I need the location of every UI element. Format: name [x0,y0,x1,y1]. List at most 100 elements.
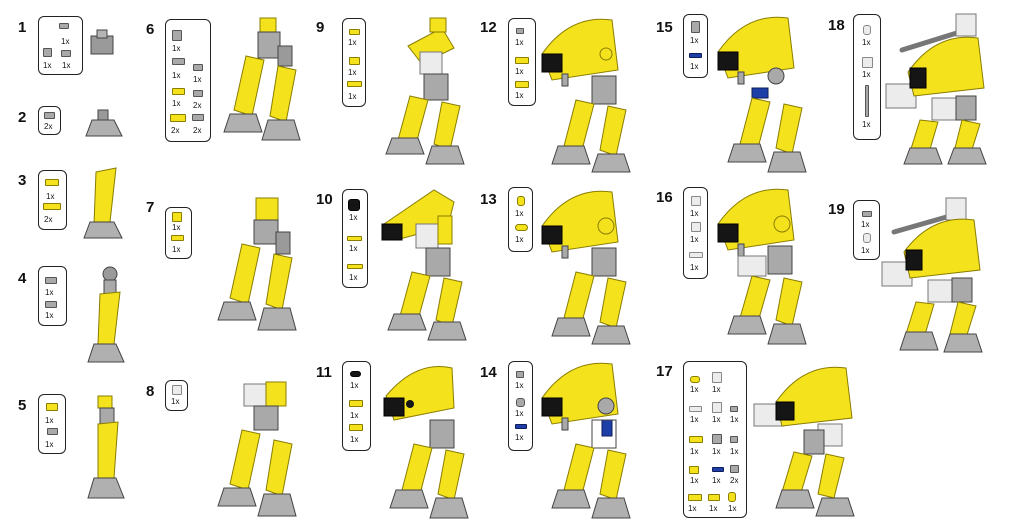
part-quantity: 1x [861,220,870,229]
part-quantity: 1x [349,273,358,282]
model-step-7 [217,197,297,331]
parts-callout: 1x 1x 1x [342,361,371,451]
part-joint [712,434,722,444]
part-tile [46,403,58,411]
part-plate [349,424,363,431]
part-quantity: 1x [45,311,54,320]
step-number: 4 [18,270,27,287]
model-step-16 [717,188,807,345]
parts-callout: 2x [38,106,61,135]
model-step-4 [87,266,125,363]
part-brick-modified [172,385,182,395]
part-pin [730,406,738,412]
model-step-8 [217,381,297,517]
model-step-1 [90,29,114,55]
parts-callout: 1x 1x 1x [508,361,533,451]
part-quantity: 1x [172,44,181,53]
part-quantity: 1x [690,476,699,485]
part-quantity: 1x [349,213,358,222]
part-plate [688,494,702,501]
part-blue-pin [515,424,527,429]
step-number: 12 [480,19,497,36]
parts-callout: 1x 1x 1x [683,187,708,279]
part-quantity: 1x [730,447,739,456]
part-quantity: 1x [515,38,524,47]
part-clip [193,64,203,71]
part-plate [689,436,703,443]
part-plate [347,81,362,87]
part-slope [192,114,204,121]
part-clip [862,211,872,217]
model-step-18 [885,13,987,165]
part-quantity: 1x [515,91,524,100]
part-quantity: 2x [44,122,53,131]
part-quantity: 1x [172,71,181,80]
part-plate [172,88,185,95]
model-step-13 [541,190,631,345]
part-quantity: 1x [172,223,181,232]
part-quantity: 1x [690,62,699,71]
part-quantity: 1x [515,381,524,390]
part-plate [170,114,186,122]
part-brick-modified [712,402,722,413]
part-quantity: 1x [350,411,359,420]
model-step-15 [717,16,807,173]
parts-callout: 1x 1x 1x 1x 2x 2x 2x [165,19,211,142]
part-bracket [172,30,182,41]
step-number: 5 [18,397,27,414]
part-quantity: 1x [690,415,699,424]
parts-callout: 1x 1x [165,207,192,259]
part-quantity: 1x [349,244,358,253]
part-bracket [43,48,52,57]
part-quantity: 1x [348,38,357,47]
step-number: 15 [656,19,673,36]
model-step-10 [381,189,467,341]
part-plate [708,494,720,501]
part-quantity: 1x [515,209,524,218]
part-quantity: 1x [515,433,524,442]
step-number: 7 [146,199,155,216]
step-number: 19 [828,201,845,218]
part-joint [691,21,700,33]
parts-callout: 1x 1x 1x [38,16,83,75]
part-quantity: 1x [515,67,524,76]
model-step-2 [85,109,123,137]
part-quantity: 1x [690,36,699,45]
part-quantity: 1x [45,288,54,297]
step-number: 3 [18,172,27,189]
step-number: 1 [18,19,27,36]
part-plate [172,58,185,65]
parts-callout: 1x 1x [508,187,533,252]
model-step-9 [385,17,465,165]
parts-callout: 1x 2x [38,170,67,230]
part-round-plate [690,376,700,383]
part-bar [865,85,869,117]
step-number: 11 [316,364,332,381]
step-number: 6 [146,21,155,38]
step-number: 18 [828,17,845,34]
part-plate [349,29,360,35]
part-quantity: 1x [172,245,181,254]
part-plate [59,23,69,29]
part-quantity: 1x [712,447,721,456]
part-pin [516,28,524,34]
part-quantity: 1x [172,99,181,108]
part-brick [172,212,182,222]
step-number: 17 [656,363,673,380]
part-quantity: 1x [515,409,524,418]
parts-callout: 1x [165,380,188,411]
part-plate [349,400,363,407]
part-round-brick [863,25,871,35]
part-quantity: 1x [350,435,359,444]
part-slope [689,466,699,474]
part-quantity: 1x [688,504,697,513]
part-quantity: 1x [43,61,52,70]
step-number: 16 [656,189,673,206]
part-quantity: 1x [193,75,202,84]
parts-callout: 1x 1x 1x 1x 1x 1x 1x 1x 1x 1x 2x 1x 1x [683,361,747,518]
part-plate [43,203,61,210]
part-quantity: 1x [348,92,357,101]
part-quantity: 1x [709,504,718,513]
step-number: 2 [18,109,27,126]
part-quantity: 1x [712,476,721,485]
